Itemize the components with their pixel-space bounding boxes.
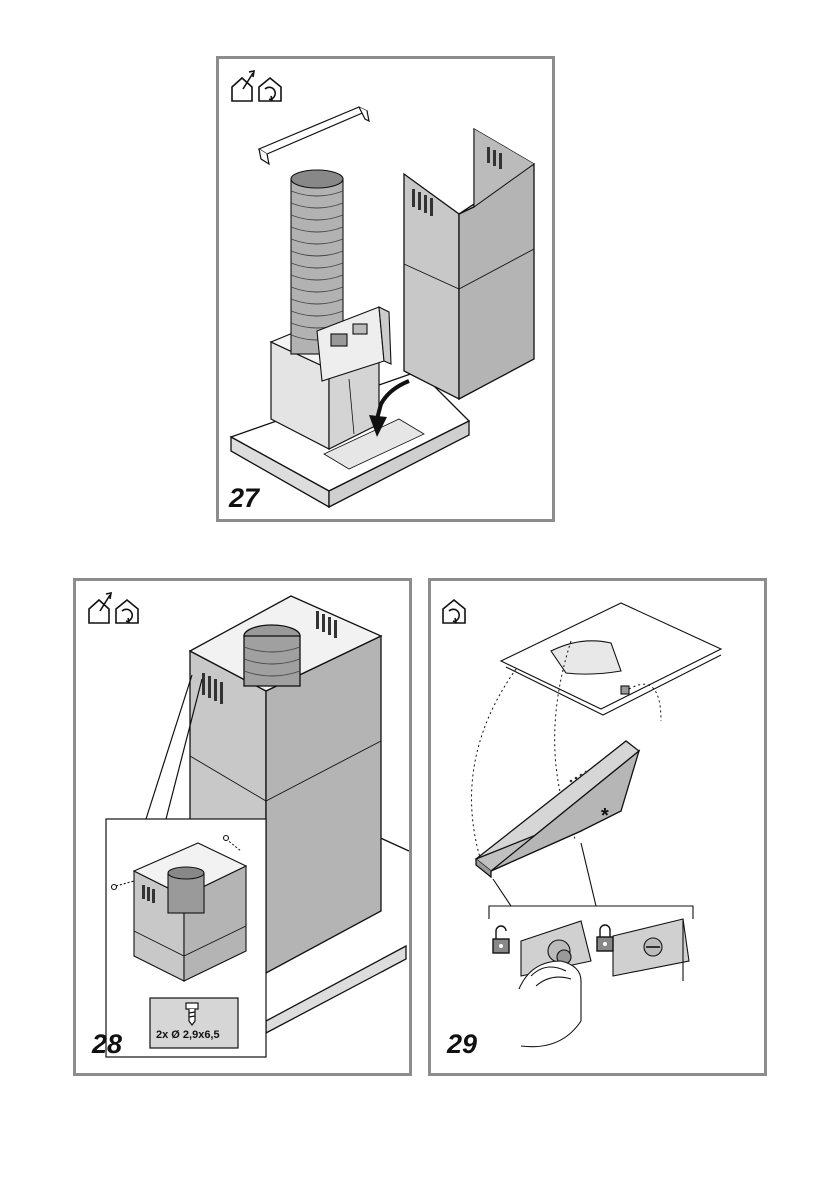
step-27-panel: 27 xyxy=(216,56,555,522)
step-29-illustration xyxy=(431,581,764,1073)
step-28-panel: 2x Ø 2,9x6,5 28 xyxy=(73,578,412,1076)
wall-bracket xyxy=(259,107,369,164)
ducting-mode-icon xyxy=(232,71,254,101)
lock-icon xyxy=(597,925,613,951)
step-number: 28 xyxy=(92,1029,122,1060)
step-28-illustration xyxy=(76,581,409,1073)
hood-underside-frame xyxy=(501,603,721,715)
recirculation-mode-icon xyxy=(259,78,281,101)
unlocked-detail xyxy=(509,917,599,1047)
filter-marker: * xyxy=(601,805,609,828)
step-number: 27 xyxy=(229,483,259,514)
step-29-panel: * 29 xyxy=(428,578,767,1076)
grease-filter xyxy=(476,741,639,877)
unlock-icon xyxy=(493,926,509,953)
screw-spec-label: 2x Ø 2,9x6,5 xyxy=(156,1029,220,1041)
locked-detail xyxy=(613,919,689,981)
step-27-illustration xyxy=(219,59,552,519)
recirculation-mode-icon xyxy=(116,600,138,623)
chimney-cover xyxy=(404,129,534,399)
recirculation-mode-icon xyxy=(443,600,465,623)
ducting-mode-icon xyxy=(89,593,111,623)
step-number: 29 xyxy=(447,1029,477,1060)
